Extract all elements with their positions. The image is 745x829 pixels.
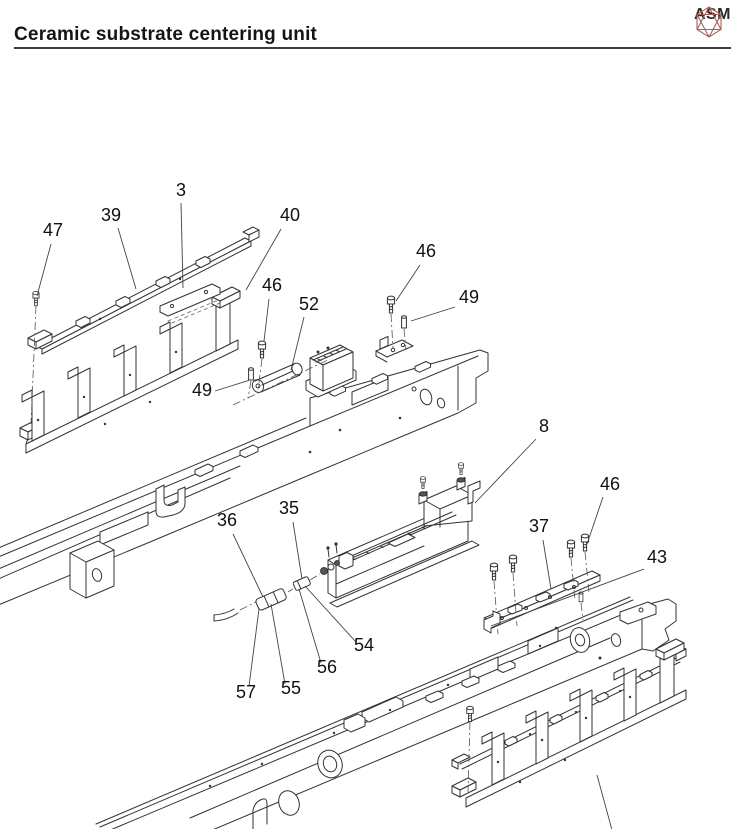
assembly-bottom-rail <box>95 533 687 829</box>
part-label-37: 37 <box>529 516 549 536</box>
middle-rail-body <box>0 349 489 605</box>
leader-40 <box>245 228 282 291</box>
post-screw-left <box>418 476 428 505</box>
part-label-3: 3 <box>176 180 186 200</box>
leader-35 <box>292 521 303 580</box>
guide-block <box>305 344 357 398</box>
part-label-47: 47 <box>43 220 63 240</box>
assembly-top-left <box>19 226 260 454</box>
asm-logo-icon <box>696 6 722 38</box>
screw-46-left <box>257 340 267 391</box>
leader-49-top <box>410 306 456 322</box>
part-label-40: 40 <box>280 205 300 225</box>
leader-52 <box>290 316 305 371</box>
part-label-52: 52 <box>299 294 319 314</box>
strip-37 <box>483 570 601 629</box>
thin-rail-bottom <box>451 645 687 770</box>
part-label-8: 8 <box>539 416 549 436</box>
leader-54 <box>304 585 357 643</box>
clip-43 <box>483 610 501 634</box>
part-label-46-left: 46 <box>262 275 282 295</box>
leader-37 <box>542 539 552 590</box>
cutoff-leader-line <box>596 774 613 829</box>
post-screw-right <box>456 462 481 505</box>
part-label-49-top: 49 <box>459 287 479 307</box>
leader-57 <box>248 608 260 687</box>
part-labels: 3 39 40 47 46 49 46 52 49 8 46 37 <box>36 180 667 702</box>
part-label-46-top: 46 <box>416 241 436 261</box>
plate-52 <box>232 358 331 406</box>
tube-connector <box>320 542 354 575</box>
leader-55 <box>270 603 286 685</box>
part-label-46-right: 46 <box>600 474 620 494</box>
screw-47 <box>30 290 40 425</box>
leader-39 <box>117 227 137 290</box>
pin-49-left <box>247 367 254 399</box>
page-title: Ceramic substrate centering unit <box>14 24 318 45</box>
fitting-large <box>255 588 287 611</box>
leader-49-left <box>214 379 251 392</box>
part-label-39: 39 <box>101 205 121 225</box>
leader-46-top <box>395 264 421 302</box>
assembly-middle-rail <box>0 295 489 605</box>
leader-43 <box>490 568 645 627</box>
bracket-top <box>375 336 414 363</box>
part-label-43: 43 <box>647 547 667 567</box>
header-rule <box>14 47 731 49</box>
part-label-54: 54 <box>354 635 374 655</box>
leader-36 <box>232 533 264 598</box>
rail-39 <box>27 226 260 355</box>
fitting-small <box>292 576 311 591</box>
leader-46-left <box>263 298 270 342</box>
leader-8 <box>474 438 537 504</box>
part-label-56: 56 <box>317 657 337 677</box>
pin-49-top <box>401 315 407 351</box>
leader-46-right <box>586 496 604 545</box>
part-label-55: 55 <box>281 678 301 698</box>
plate-3 <box>159 283 221 324</box>
leader-3 <box>180 202 184 289</box>
part-8-block <box>320 462 481 608</box>
screw-bottom <box>466 705 474 793</box>
leader-56 <box>298 588 322 664</box>
comb-plate-top <box>19 286 241 454</box>
tube-assembly <box>213 573 321 622</box>
asm-logo: ASM <box>694 6 731 38</box>
comb-plate-bottom <box>451 638 687 808</box>
leader-47 <box>36 243 52 297</box>
part-label-35: 35 <box>279 498 299 518</box>
part-label-49-left: 49 <box>192 380 212 400</box>
screw-46-top <box>386 295 396 349</box>
part-label-57: 57 <box>236 682 256 702</box>
part-label-36: 36 <box>217 510 237 530</box>
